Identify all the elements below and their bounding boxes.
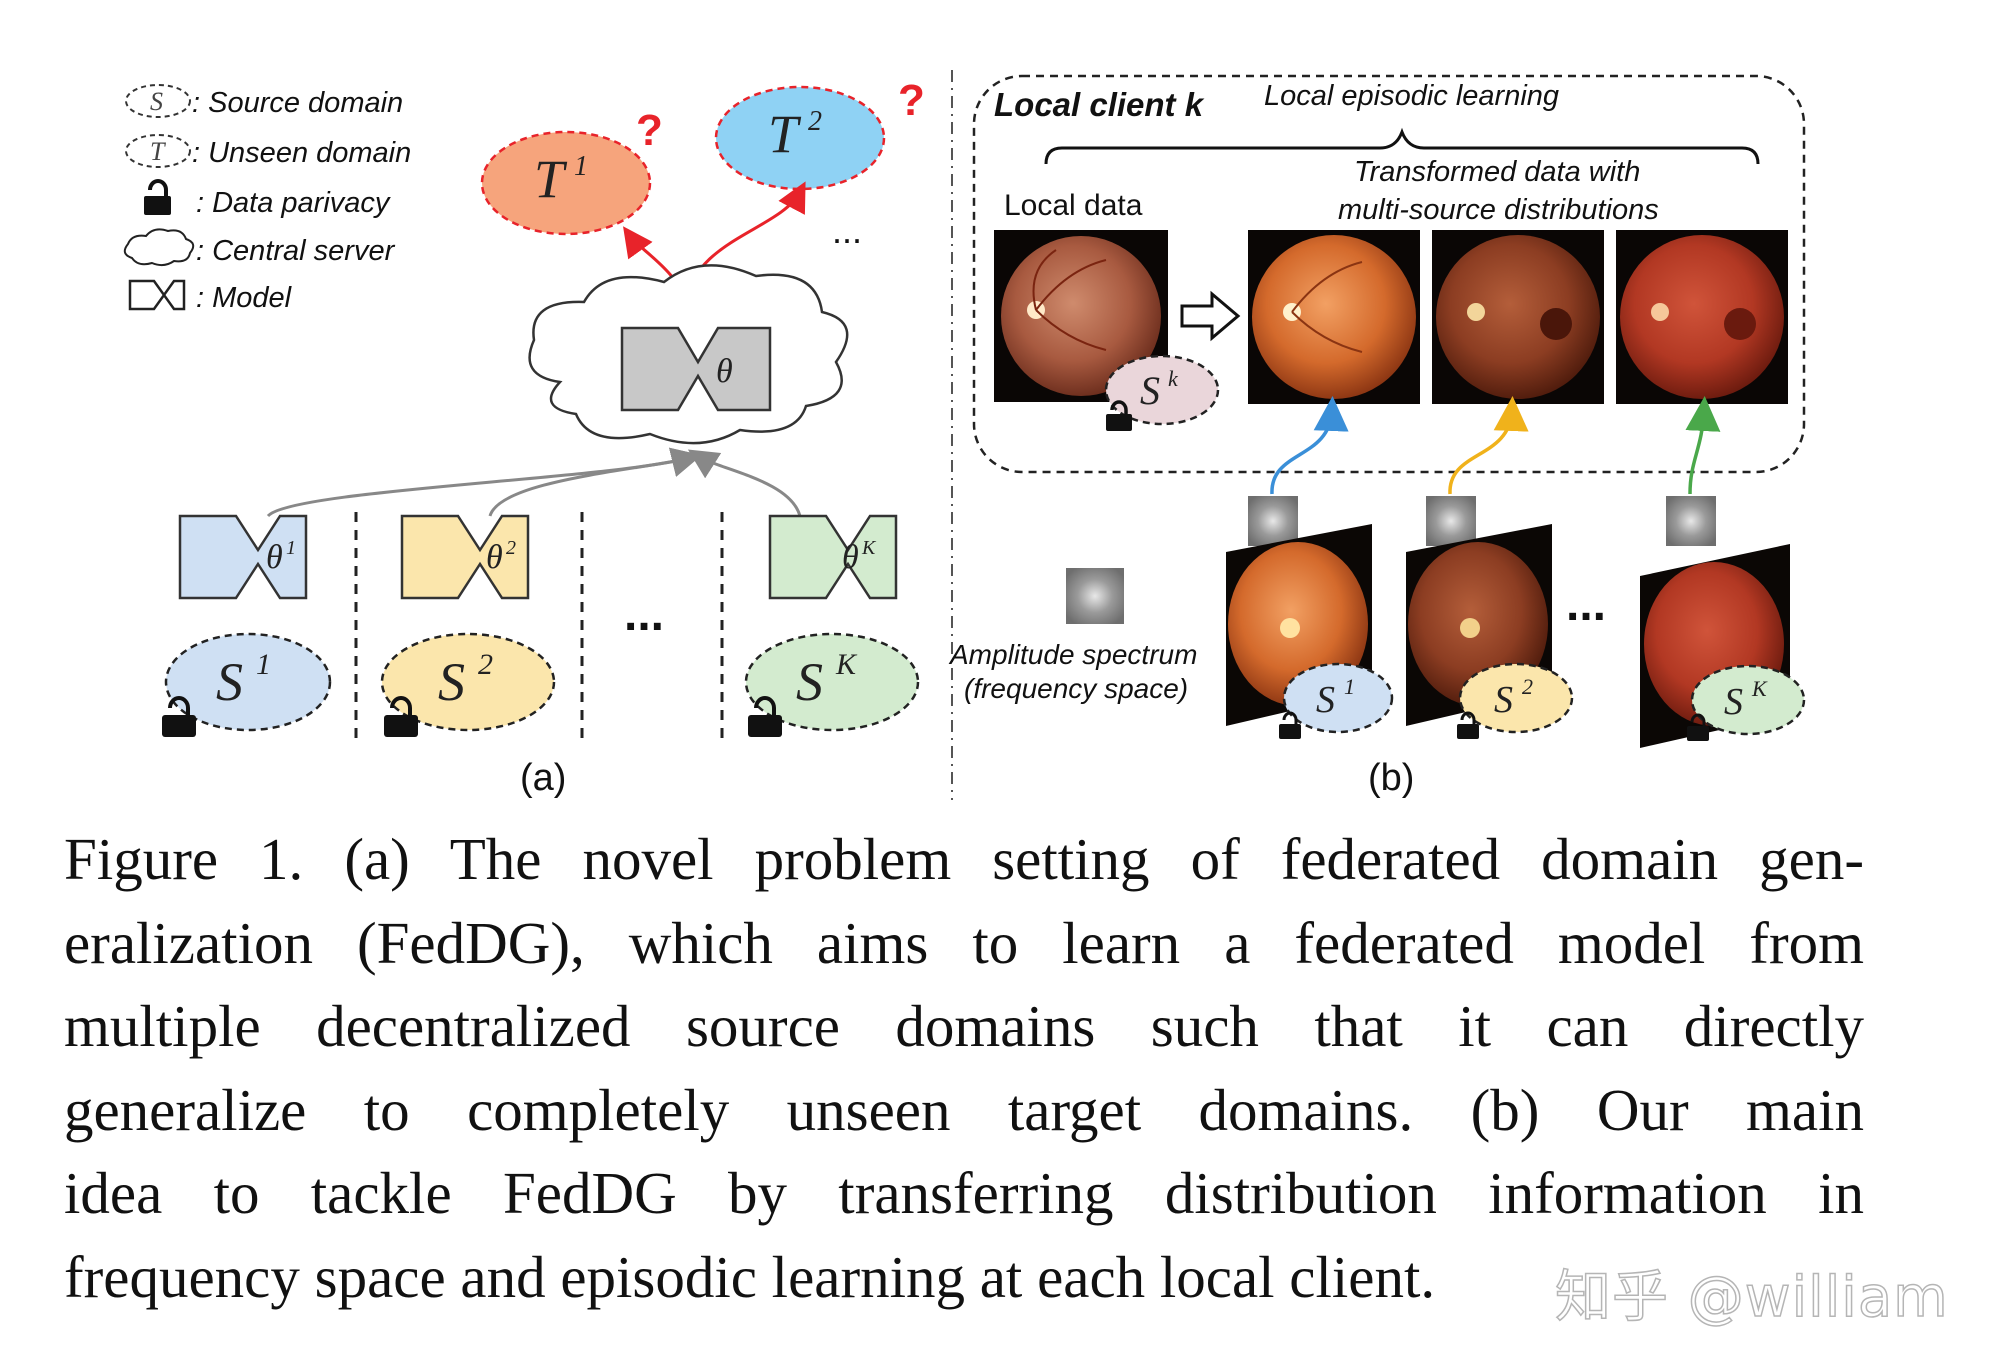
amplitude-label-2: (frequency space) xyxy=(964,673,1188,704)
clients-ellipsis: ... xyxy=(624,588,664,641)
svg-text:k: k xyxy=(1168,366,1179,391)
local-lock-icon xyxy=(1106,400,1132,431)
source-k-lock-icon xyxy=(1687,713,1709,741)
question-mark-1: ? xyxy=(636,106,663,155)
svg-text:S: S xyxy=(1724,681,1743,723)
svg-text:S: S xyxy=(1140,368,1160,413)
svg-text:1: 1 xyxy=(574,151,588,182)
svg-text:2: 2 xyxy=(808,106,822,137)
legend-unseen-label: : Unseen domain xyxy=(192,137,411,169)
source-domain-s2 xyxy=(1458,662,1574,734)
client-1-model xyxy=(178,514,308,600)
caption-line: idea to tackle FedDG by transferring dis… xyxy=(64,1160,1864,1226)
panel-b-label: (b) xyxy=(1368,757,1414,799)
local-domain-sk xyxy=(1104,354,1220,426)
arrow-client-2-server xyxy=(488,447,702,517)
caption-line: Figure 1. (a) The novel problem setting … xyxy=(64,826,1864,892)
client-1-lock-icon xyxy=(162,696,196,737)
model-legend-icon xyxy=(128,279,186,311)
svg-text:S: S xyxy=(438,652,465,712)
svg-text:T: T xyxy=(768,104,802,164)
panel-b: Local client k Local episodic learning T… xyxy=(948,74,1806,799)
arrow-spectrum-2 xyxy=(1448,396,1529,495)
episodic-brace xyxy=(1044,127,1760,165)
client-k-lock-icon xyxy=(748,696,782,737)
lock-icon xyxy=(144,179,171,215)
panel-a: T 1 ? T 2 ? ... θ θ 1 S 1 θ 2 xyxy=(162,76,925,799)
legend-server-label: : Central server xyxy=(196,235,396,267)
svg-text:S: S xyxy=(796,652,823,712)
svg-text:S: S xyxy=(1494,679,1513,721)
svg-text:2: 2 xyxy=(478,648,493,681)
panel-a-label: (a) xyxy=(520,757,566,799)
target-domain-1 xyxy=(480,130,652,236)
local-client-box xyxy=(972,74,1806,474)
client-2-lock-icon xyxy=(384,696,418,737)
source-sup-1: 1 xyxy=(1344,674,1355,699)
source-domain-sk2 xyxy=(1690,664,1806,736)
arrow-spectrum-1 xyxy=(1270,396,1349,495)
svg-text:K: K xyxy=(835,648,858,681)
transformed-label-1: Transformed data with xyxy=(1354,156,1640,188)
targets-ellipsis: ... xyxy=(832,210,862,251)
svg-text:S: S xyxy=(216,652,243,712)
legend: S : Source domain T : Unseen domain : Da… xyxy=(123,84,411,314)
legend-model-label: : Model xyxy=(196,282,293,314)
server-model-icon xyxy=(620,326,772,412)
spectrum-patch-k xyxy=(1666,496,1716,546)
source-1-lock-icon xyxy=(1279,711,1301,739)
caption-line: frequency space and episodic learning at… xyxy=(64,1243,1436,1310)
source-domain-s1 xyxy=(1282,662,1394,734)
spectrum-patch-1 xyxy=(1248,496,1298,546)
transformed-label-2: multi-source distributions xyxy=(1338,194,1659,226)
client-2-source-domain xyxy=(380,632,556,732)
source-domain-legend-icon xyxy=(125,84,191,118)
client-k-model xyxy=(768,514,898,600)
svg-text:θ: θ xyxy=(486,539,503,576)
spectrum-patch-2 xyxy=(1426,496,1476,546)
source-sup-2: 2 xyxy=(1522,674,1533,699)
svg-text:T: T xyxy=(534,149,568,209)
svg-text:T: T xyxy=(150,137,166,166)
arrow-spectrum-k xyxy=(1685,396,1721,495)
client-k-source-domain xyxy=(744,632,920,732)
figure-1: S : Source domain T : Unseen domain : Da… xyxy=(123,70,1806,800)
svg-text:K: K xyxy=(861,537,877,559)
caption-line: eralization (FedDG), which aims to learn… xyxy=(64,909,1864,976)
svg-text:S: S xyxy=(150,87,163,116)
source-2-lock-icon xyxy=(1457,711,1479,739)
svg-text:1: 1 xyxy=(256,648,271,681)
arrow-client-1-server xyxy=(266,447,702,518)
legend-source-label: : Source domain xyxy=(192,87,403,119)
svg-text:S: S xyxy=(1316,679,1335,721)
unseen-domain-legend-icon xyxy=(125,134,191,168)
amplitude-label-1: Amplitude spectrum xyxy=(948,639,1197,670)
local-data-label: Local data xyxy=(1004,189,1143,222)
legend-privacy-label: : Data parivacy xyxy=(196,187,391,219)
caption-line: multiple decentralized source domains su… xyxy=(64,993,1864,1059)
svg-text:2: 2 xyxy=(506,537,516,559)
question-mark-2: ? xyxy=(898,76,925,125)
server-param: θ xyxy=(716,353,733,390)
local-client-title: Local client k xyxy=(994,86,1205,123)
sources-ellipsis: ... xyxy=(1566,578,1606,631)
caption-line: generalize to completely unseen target d… xyxy=(64,1076,1864,1143)
target-domain-2 xyxy=(714,85,886,191)
amplitude-spectrum-patch xyxy=(1066,568,1124,624)
episodic-label: Local episodic learning xyxy=(1264,80,1559,112)
transform-arrow xyxy=(1180,290,1241,342)
figure-caption: Figure 1. (a) The novel problem setting … xyxy=(64,818,1864,1319)
client-2-model xyxy=(400,514,530,600)
arrow-client-k-server xyxy=(687,449,802,517)
source-sup-k: K xyxy=(1751,676,1768,701)
svg-text:1: 1 xyxy=(286,537,296,559)
client-1-source-domain xyxy=(164,632,332,732)
svg-text:θ: θ xyxy=(266,539,283,576)
svg-text:θ: θ xyxy=(842,539,859,576)
watermark: 知乎 @william xyxy=(1554,1264,1949,1331)
cloud-legend-icon xyxy=(123,228,195,267)
